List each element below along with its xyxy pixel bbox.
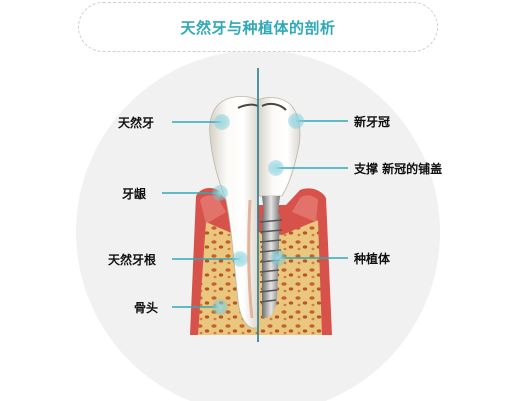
abutment-shape: [262, 196, 280, 214]
bone-tissue: [198, 220, 322, 335]
dot-new-crown: [288, 113, 304, 129]
dot-gum: [212, 185, 228, 201]
dot-implant: [270, 250, 286, 266]
label-new-crown: 新牙冠: [354, 115, 391, 129]
title-banner: 天然牙与种植体的剖析: [78, 2, 438, 52]
label-abutment: 支撑 新冠的铺盖: [354, 162, 443, 176]
dot-natural-root: [232, 251, 248, 267]
label-gum: 牙龈: [122, 187, 147, 201]
dot-bone: [212, 299, 228, 315]
page-title: 天然牙与种植体的剖析: [180, 18, 336, 37]
label-implant: 种植体: [354, 252, 391, 266]
label-bone: 骨头: [134, 301, 159, 315]
label-natural-tooth: 天然牙: [118, 116, 155, 130]
dot-abutment: [268, 160, 284, 176]
dot-natural-tooth: [214, 114, 230, 130]
label-natural-root: 天然牙根: [108, 253, 157, 267]
